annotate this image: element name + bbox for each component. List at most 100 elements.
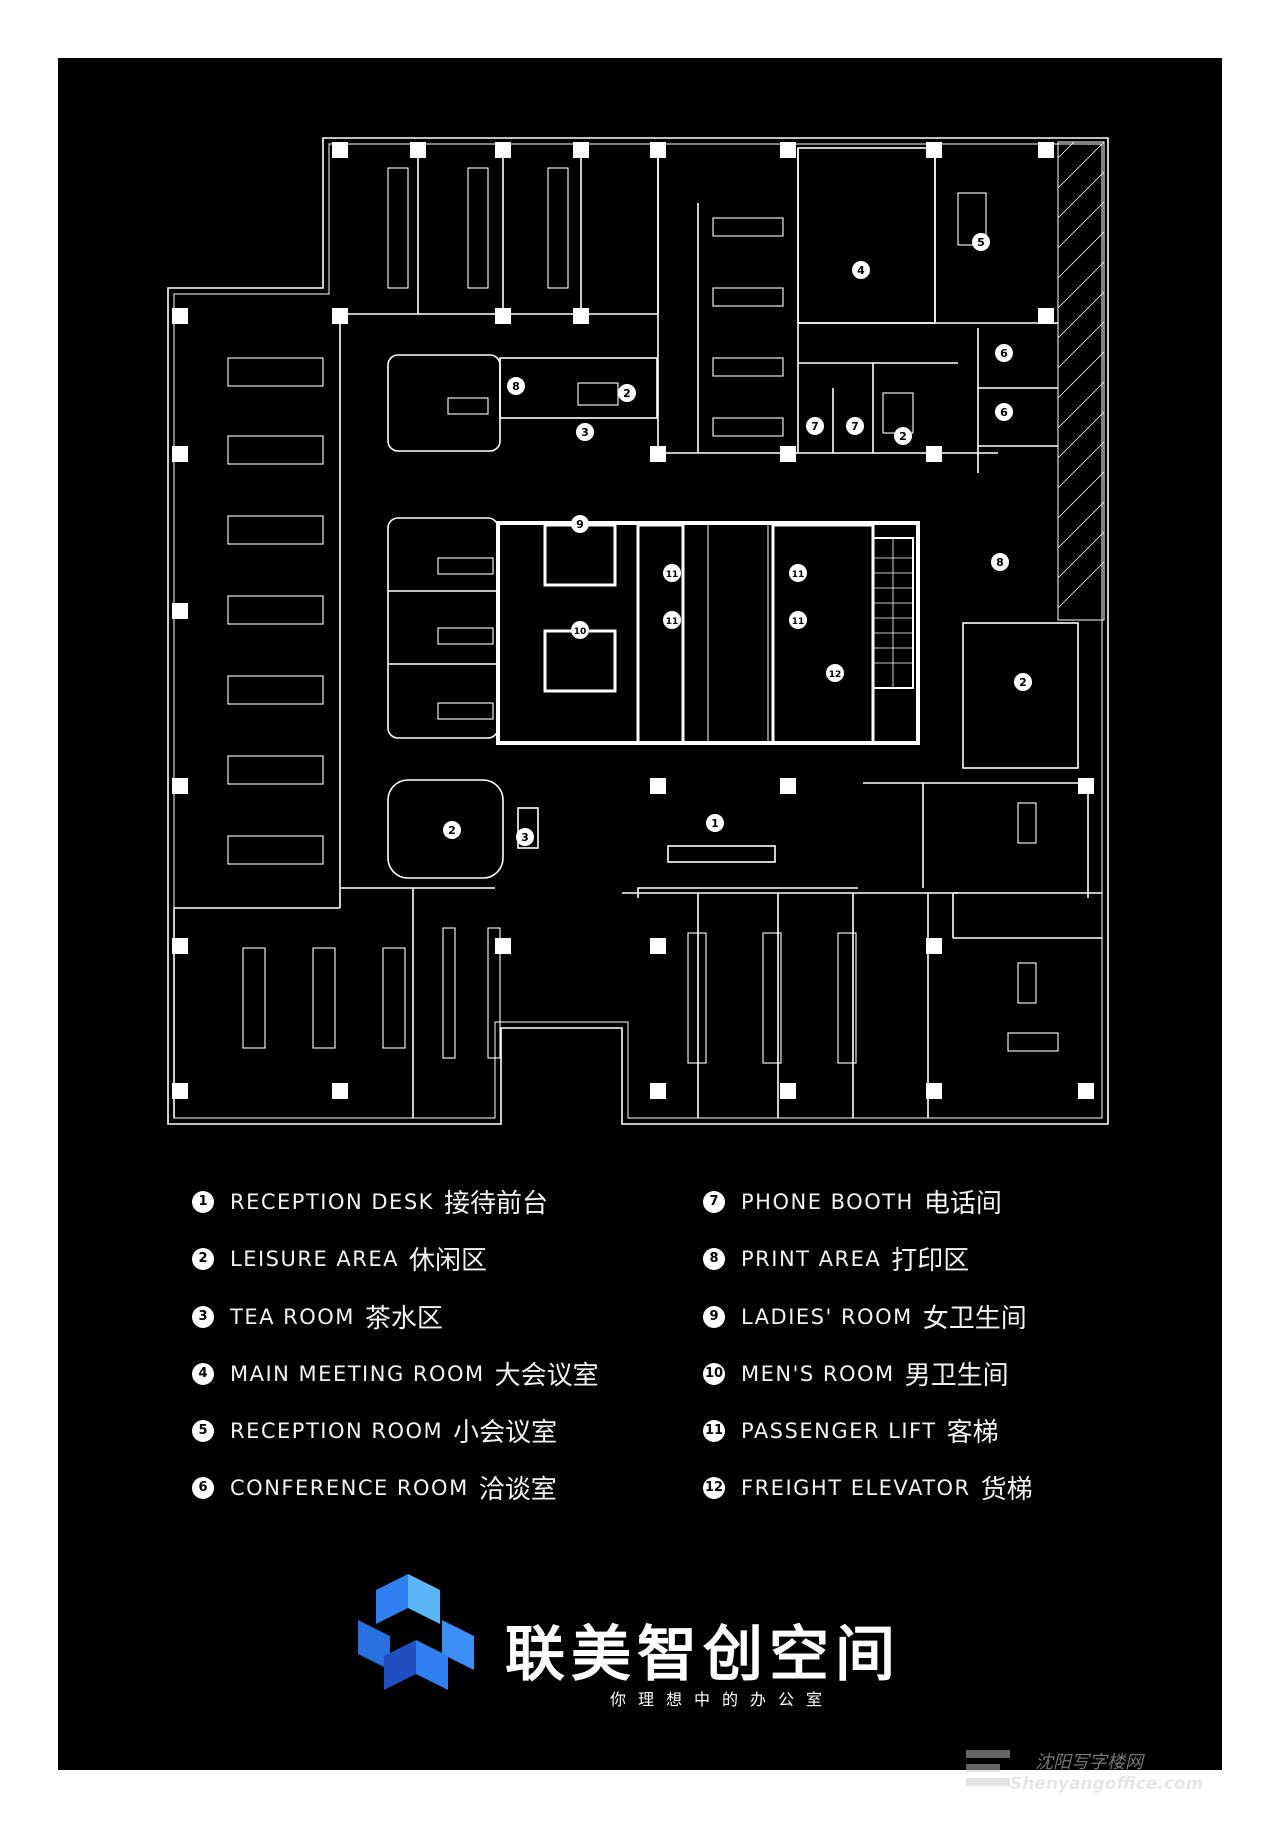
legend-number: 2	[192, 1247, 214, 1270]
hatched-wall	[1057, 141, 1105, 621]
svg-text:1: 1	[711, 817, 719, 830]
marker-4: 4	[852, 261, 870, 279]
legend-english: TEA ROOM	[230, 1304, 355, 1329]
legend-english: RECEPTION ROOM	[230, 1418, 444, 1443]
marker-11-d: 11	[789, 611, 807, 629]
svg-text:3: 3	[581, 426, 589, 439]
legend-english: PASSENGER LIFT	[741, 1418, 937, 1443]
marker-2-right: 2	[894, 427, 912, 445]
legend-item-12: 12 FREIGHT ELEVATOR 货梯	[703, 1469, 1033, 1506]
svg-text:5: 5	[977, 236, 985, 249]
svg-text:2: 2	[448, 824, 456, 837]
legend-item-1: 1 RECEPTION DESK 接待前台	[192, 1183, 548, 1220]
marker-11-b: 11	[663, 611, 681, 629]
legend-chinese: 客梯	[946, 1418, 999, 1448]
legend-number: 11	[703, 1419, 725, 1442]
marker-3-upper: 3	[576, 423, 594, 441]
legend-english: LADIES' ROOM	[741, 1304, 913, 1329]
legend-item-2: 2 LEISURE AREA 休闲区	[192, 1240, 487, 1277]
legend-chinese: 打印区	[891, 1246, 970, 1276]
floor-plan-poster: 1 2 2 2 2 3 3 4 5 6 6 7 7 8 8 9 10 11 11…	[58, 58, 1222, 1770]
legend-chinese: 洽谈室	[478, 1475, 557, 1505]
marker-7-right: 7	[846, 417, 864, 435]
marker-3-lower: 3	[516, 828, 534, 846]
legend-chinese: 茶水区	[364, 1304, 443, 1334]
brand-tagline: 你理想中的办公室	[610, 1690, 835, 1709]
svg-text:10: 10	[574, 627, 587, 637]
legend-item-9: 9 LADIES' ROOM 女卫生间	[703, 1298, 1027, 1335]
legend-number: 5	[192, 1419, 214, 1442]
svg-text:8: 8	[996, 556, 1004, 569]
legend-item-6: 6 CONFERENCE ROOM 洽谈室	[192, 1469, 557, 1506]
brand-logo-icon	[358, 1574, 474, 1690]
legend-number: 3	[192, 1305, 214, 1328]
marker-1: 1	[706, 814, 724, 832]
legend-item-3: 3 TEA ROOM 茶水区	[192, 1298, 443, 1335]
legend-chinese: 休闲区	[409, 1246, 488, 1276]
svg-text:6: 6	[1000, 406, 1008, 419]
watermark-logo-icon	[966, 1750, 1010, 1786]
svg-text:2: 2	[1019, 676, 1027, 689]
marker-6-upper: 6	[995, 344, 1013, 362]
svg-text:8: 8	[512, 380, 520, 393]
marker-11-a: 11	[663, 564, 681, 582]
legend-chinese: 货梯	[980, 1475, 1033, 1505]
building-outline	[167, 137, 1109, 1125]
legend-item-4: 4 MAIN MEETING ROOM 大会议室	[192, 1355, 599, 1392]
legend-number: 8	[703, 1247, 725, 1270]
svg-text:7: 7	[811, 420, 819, 433]
legend-english: MEN'S ROOM	[741, 1361, 895, 1386]
svg-text:12: 12	[829, 670, 842, 680]
svg-text:7: 7	[851, 420, 859, 433]
mens-room	[543, 629, 617, 693]
reception-desk	[667, 845, 776, 863]
svg-text:4: 4	[857, 264, 865, 277]
marker-6-lower: 6	[995, 403, 1013, 421]
legend-number: 6	[192, 1476, 214, 1499]
watermark-url: Shenyangoffice.com	[1010, 1774, 1204, 1794]
legend-chinese: 电话间	[923, 1189, 1002, 1219]
legend-number: 7	[703, 1190, 725, 1213]
watermark-chinese: 沈阳写字楼网	[1035, 1752, 1143, 1773]
legend-number: 4	[192, 1362, 214, 1385]
legend-number: 10	[703, 1362, 725, 1385]
legend-chinese: 大会议室	[494, 1361, 599, 1391]
legend-number: 9	[703, 1305, 725, 1328]
main-meeting-room	[797, 147, 936, 324]
legend-english: MAIN MEETING ROOM	[230, 1361, 485, 1386]
svg-text:2: 2	[899, 430, 907, 443]
marker-2-upper: 2	[618, 384, 636, 402]
svg-text:11: 11	[666, 617, 679, 627]
marker-8-right: 8	[991, 553, 1009, 571]
brand-name: 联美智创空间	[505, 1620, 901, 1690]
marker-10: 10	[571, 621, 589, 639]
svg-text:11: 11	[666, 570, 679, 580]
floor-plan: 1 2 2 2 2 3 3 4 5 6 6 7 7 8 8 9 10 11 11…	[167, 137, 1109, 1125]
marker-12: 12	[826, 664, 844, 682]
legend-item-8: 8 PRINT AREA 打印区	[703, 1240, 969, 1277]
legend-item-10: 10 MEN'S ROOM 男卫生间	[703, 1355, 1009, 1392]
marker-2-lower: 2	[443, 821, 461, 839]
svg-text:6: 6	[1000, 347, 1008, 360]
legend-english: LEISURE AREA	[230, 1246, 399, 1271]
marker-5: 5	[972, 233, 990, 251]
marker-2-lounge: 2	[1014, 673, 1032, 691]
structural-columns	[172, 142, 1094, 1099]
marker-8-upper: 8	[507, 377, 525, 395]
legend-number: 12	[703, 1476, 725, 1499]
legend-english: RECEPTION DESK	[230, 1189, 434, 1214]
legend-english: FREIGHT ELEVATOR	[741, 1475, 971, 1500]
marker-9: 9	[571, 515, 589, 533]
ladies-room	[543, 523, 617, 587]
svg-text:11: 11	[792, 617, 805, 627]
legend-english: PRINT AREA	[741, 1246, 882, 1271]
legend-english: PHONE BOOTH	[741, 1189, 914, 1214]
svg-text:3: 3	[521, 831, 529, 844]
marker-11-c: 11	[789, 564, 807, 582]
legend-chinese: 接待前台	[443, 1189, 548, 1219]
legend-item-7: 7 PHONE BOOTH 电话间	[703, 1183, 1002, 1220]
legend-chinese: 女卫生间	[922, 1304, 1027, 1334]
legend-chinese: 小会议室	[453, 1418, 558, 1448]
legend-chinese: 男卫生间	[904, 1361, 1009, 1391]
svg-text:2: 2	[623, 387, 631, 400]
